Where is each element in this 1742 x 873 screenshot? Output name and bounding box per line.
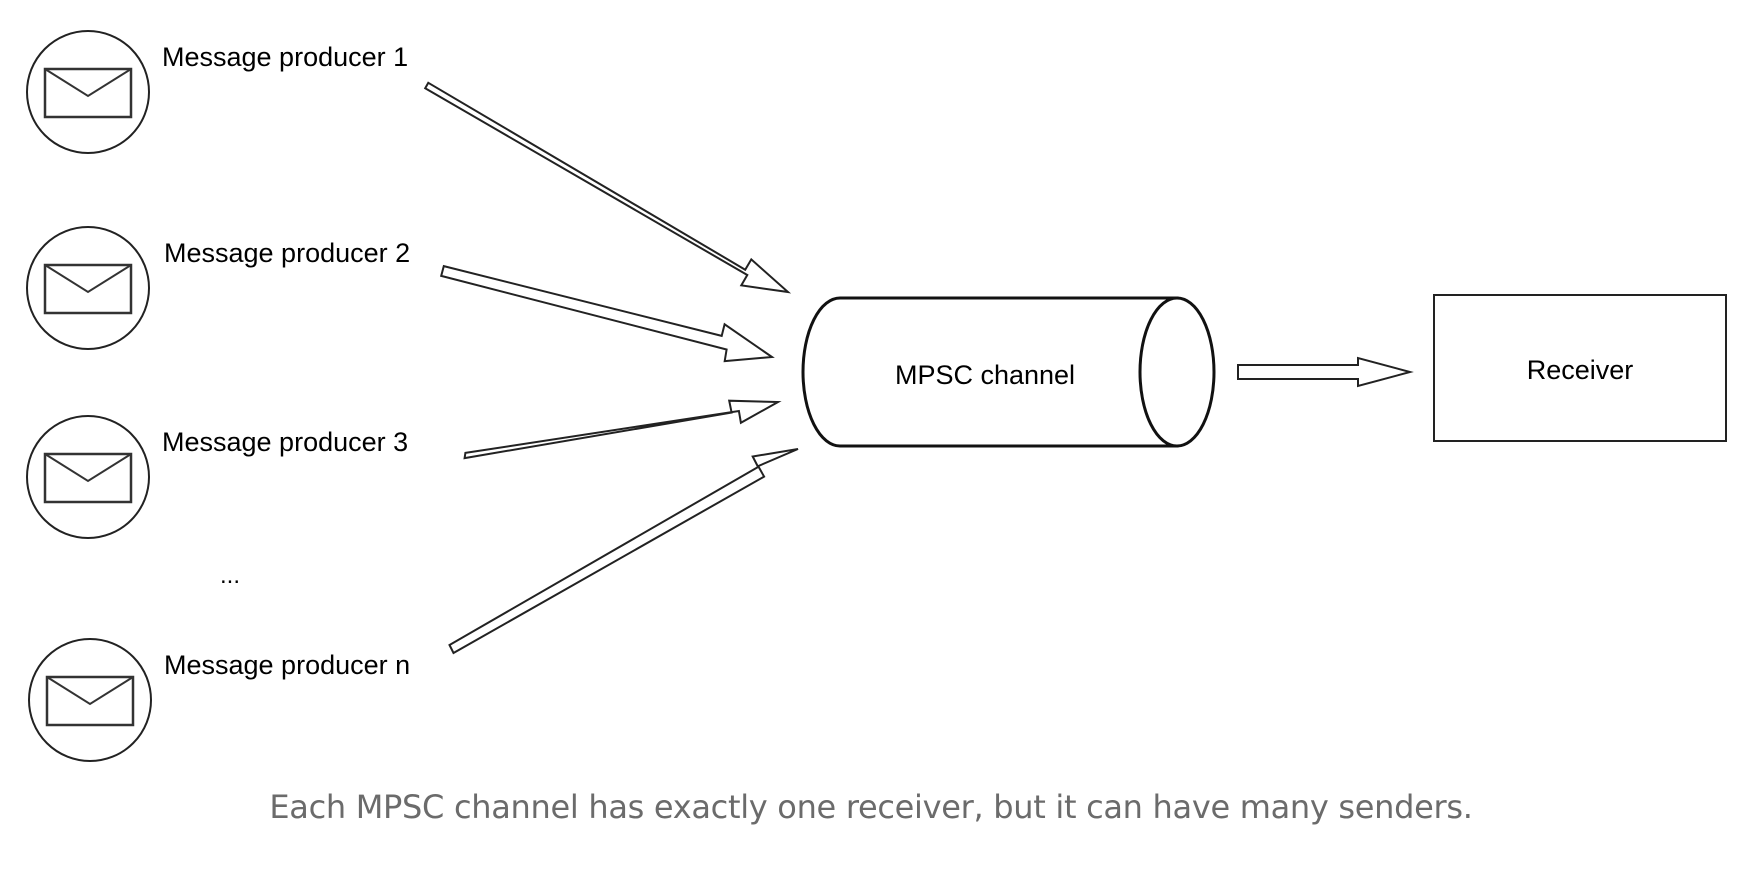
producer-1-label: Message producer 1 xyxy=(162,42,408,72)
producer-3: Message producer 3 xyxy=(26,415,408,539)
producer-n-label: Message producer n xyxy=(164,650,410,680)
channel-end xyxy=(1138,296,1216,448)
envelope-icon xyxy=(43,452,133,504)
mpsc-channel: MPSC channel xyxy=(801,296,1216,448)
producer-3-label: Message producer 3 xyxy=(162,427,408,457)
receiver-box xyxy=(1433,294,1727,442)
producer-2: Message producer 2 xyxy=(26,226,410,350)
envelope-icon xyxy=(43,67,133,119)
producer-2-label: Message producer 2 xyxy=(164,238,410,268)
producer-n: Message producer n xyxy=(28,638,410,762)
channel-label: MPSC channel xyxy=(895,360,1075,390)
arrow-producer-3 xyxy=(463,399,782,460)
figure-caption: Each MPSC channel has exactly one receiv… xyxy=(269,788,1473,826)
channel-body xyxy=(801,296,1179,448)
envelope-icon xyxy=(45,675,135,727)
envelope-icon xyxy=(43,263,133,315)
arrow-channel-to-receiver xyxy=(1237,356,1414,388)
receiver: Receiver xyxy=(1433,294,1727,442)
producer-1: Message producer 1 xyxy=(26,30,408,154)
arrow-producer-2 xyxy=(439,264,775,363)
arrow-producer-1 xyxy=(423,81,792,294)
arrow-producer-n xyxy=(448,448,799,655)
ellipsis: ... xyxy=(220,562,240,589)
receiver-label: Receiver xyxy=(1527,355,1634,385)
